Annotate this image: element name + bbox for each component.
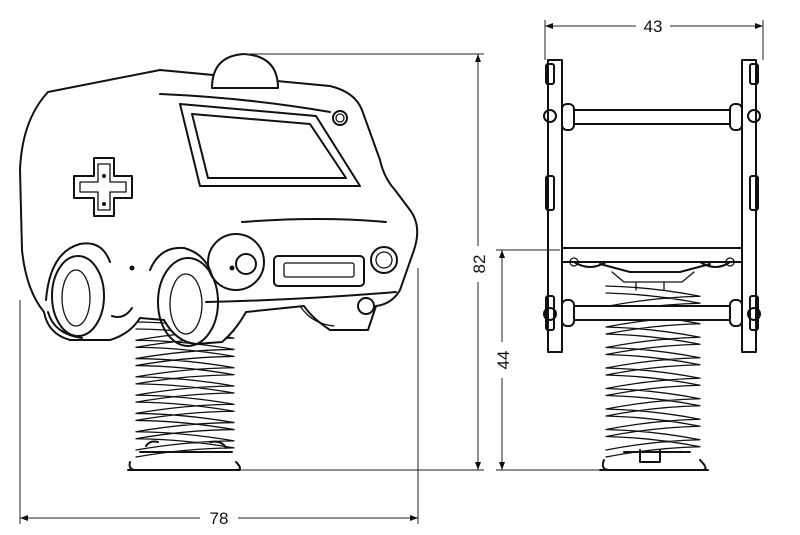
dim-width-side-label: 78	[210, 509, 229, 528]
front-spring-base	[599, 449, 709, 471]
roof-line	[159, 93, 331, 113]
side-spring	[127, 321, 241, 471]
body-dot	[129, 265, 135, 271]
windshield-outer	[179, 103, 361, 187]
fog-light-inner	[375, 251, 393, 269]
headlight-dot	[229, 265, 235, 271]
right-side-panel	[741, 59, 761, 353]
bumper-bolt	[357, 297, 375, 315]
cross-emblem-inner	[79, 163, 127, 211]
cross-dot-top	[102, 174, 106, 178]
fog-light-outer	[370, 246, 398, 274]
mirror-outer	[332, 110, 348, 126]
front-wheel	[149, 246, 219, 347]
left-side-panel	[543, 59, 563, 353]
cross-dot-bottom	[102, 202, 106, 206]
dim-width-front-label: 43	[644, 17, 663, 36]
dim-height-seat-label: 44	[494, 351, 513, 370]
ambulance-body-outline	[19, 69, 419, 345]
rear-wheel	[45, 242, 133, 339]
mirror-inner	[335, 113, 345, 123]
windshield-inner	[191, 113, 347, 179]
hood-line	[241, 218, 387, 223]
roof-light	[211, 53, 279, 89]
seat	[559, 247, 745, 291]
headlight-inner	[235, 253, 257, 275]
foot-bar	[561, 299, 743, 327]
headlight-outer	[207, 233, 265, 291]
cross-emblem	[73, 157, 133, 217]
side-view	[19, 53, 419, 471]
bumper-curve	[299, 305, 335, 327]
bumper-line	[205, 291, 397, 303]
grille-inner	[283, 262, 355, 278]
side-spring-base	[127, 440, 241, 471]
grille-outer	[273, 255, 365, 287]
dimension-lines: 78 82 43 44	[19, 16, 764, 528]
handle-bar	[561, 103, 743, 131]
dim-height-total-label: 82	[470, 255, 489, 274]
front-view	[543, 59, 761, 471]
